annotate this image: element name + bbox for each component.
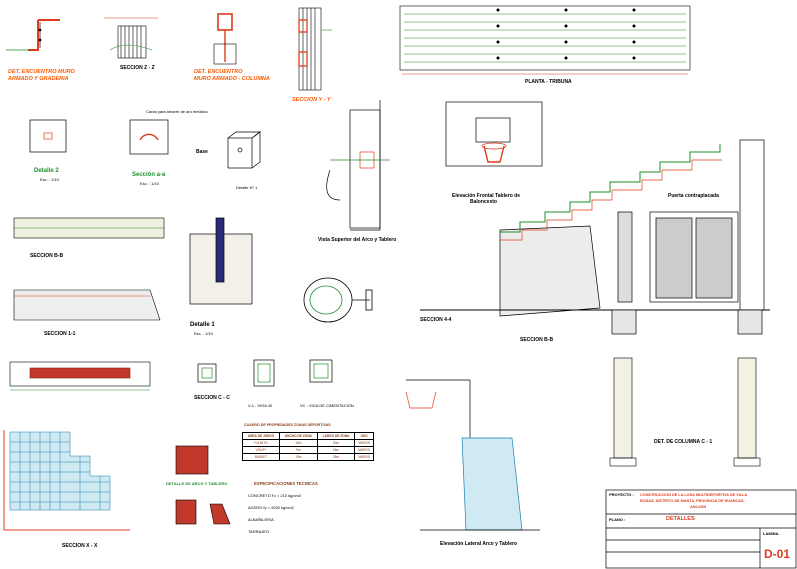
seccion-cc-drawing (9, 361, 151, 391)
label-viga: V-1 : VIGA 40 (248, 403, 273, 408)
label-detalle2: Detalle 2 (34, 168, 59, 174)
table-cell: VARIOS (354, 439, 374, 447)
zone-col-uso: USO (354, 432, 374, 440)
det-encuentro-columna-drawing (213, 13, 237, 65)
label-anillo-note: Canal para amarre de aro metálico (146, 109, 208, 114)
zone-col-area: AREA DE JUEGO (242, 432, 280, 440)
label-planta: PLANTA - TRIBUNA (525, 79, 572, 85)
zone-col-largo: LARGO DE ZONA (316, 432, 356, 440)
det-encuentro-muro-graderia (6, 19, 60, 51)
title-block (605, 489, 797, 569)
detalle1-drawing (189, 217, 253, 305)
tb-proyecto-2: ROSAS, DISTRITO DE MANTA, PROVINCIA DE H… (640, 499, 745, 503)
seccion-zz-drawing (104, 17, 158, 59)
zone-table: AREA DE JUEGO ANCHO DE ZONA LARGO DE ZON… (242, 432, 374, 461)
label-seccion-aa-esc: Esc. : 1/10 (140, 181, 159, 186)
label-seccion-yy: SECCION Y - Y (292, 97, 331, 103)
label-seccion-bb-2: SECCION B-B (520, 337, 554, 343)
label-det-col-1: DET. ENCUENTRO (194, 69, 243, 75)
zone-col-ancho: ANCHO DE ZONA (278, 432, 318, 440)
label-det-muro-1: DET. ENCUENTRO MURO (8, 69, 75, 75)
tb-sheet-number: D-01 (764, 547, 791, 561)
spec-2: ACERO fy = 4200 kg/cm2 (248, 505, 294, 510)
label-detalle-tablero: DETALLE DE ARCO Y TABLERO (166, 481, 228, 486)
table-cell: FULBITO (242, 439, 280, 447)
tb-plano: DETALLES (666, 516, 695, 522)
table-cell: VARIOS (354, 446, 374, 454)
label-detalle2-esc: Esc. : 1/10 (40, 177, 59, 182)
spec-1: CONCRETO f'c = 210 kg/cm2 (248, 493, 302, 498)
label-seccion-bb: SECCION B-B (30, 253, 64, 259)
detalle-arco-drawing (175, 445, 231, 525)
tb-proyecto-label: PROYECTO : (609, 492, 634, 497)
table-row: VOLEY 9m 18m VARIOS (242, 446, 374, 454)
label-base: Base (196, 149, 208, 155)
label-seccion-44: SECCION 4-4 (420, 317, 452, 323)
label-seccion-11: SECCION 1-1 (44, 331, 76, 337)
spec-4: TARRAJEO (248, 529, 270, 534)
table-cell: VARIOS (354, 453, 374, 461)
table-row: FULBITO 15m 30m VARIOS (242, 439, 374, 447)
planta-tribuna-drawing (399, 5, 691, 75)
table-cell: 15m (278, 439, 318, 447)
label-det-muro-2: ARMADO Y GRADERIA (8, 76, 69, 82)
zone-table-header: AREA DE JUEGO ANCHO DE ZONA LARGO DE ZON… (242, 432, 374, 440)
label-elev-frontal-2: Baloncesto (470, 199, 497, 205)
spec-3: ALBAÑILERIA (248, 517, 274, 522)
table-cell: 9m (278, 446, 318, 454)
label-elev-lateral: Elevación Lateral Arco y Tablero (440, 541, 517, 547)
zone-table-title: CUADRO DE PROPIEDADES ZONAS DEPORTIVAS (244, 423, 331, 427)
seccion-aa-drawing (129, 119, 169, 155)
table-cell: VOLEY (242, 446, 280, 454)
aro-ring-drawing (303, 277, 373, 323)
detalle2-drawing (29, 119, 67, 153)
label-especificaciones: ESPECIFICACIONES TECNICAS (254, 481, 318, 486)
label-det-col: DET. DE COLUMNA C - 1 (654, 439, 713, 445)
elevacion-lateral-drawing (405, 379, 540, 531)
label-detalle-n1: Detalle N° 1 (236, 185, 258, 190)
section-slab-drawing (13, 217, 165, 321)
label-puerta: Puerta contraplacada (668, 193, 719, 199)
base-detail-drawing (227, 131, 262, 169)
table-cell: 15m (278, 453, 318, 461)
label-detalle1-esc: Esc. : 1/10 (194, 331, 213, 336)
label-seccion-xx: SECCION X - X (62, 543, 98, 549)
seccion-xx-drawing (3, 430, 130, 531)
table-cell: BASKET (242, 453, 280, 461)
table-cell: 18m (316, 446, 356, 454)
label-seccion-cc: SECCION C - C (194, 395, 230, 401)
tb-proyecto-1: CONSTRUCCION DE LA LOSA MULTIDEPORTIVA D… (640, 493, 748, 497)
label-seccion-zz: SECCION Z - Z (120, 65, 155, 71)
vigas-drawing (197, 359, 333, 387)
label-seccion-aa: Sección a-a (132, 172, 166, 178)
seccion-yy-drawing (298, 7, 332, 91)
label-viga-desc: VC : VIGA DE CIMENTACION (300, 403, 354, 408)
tribuna-seccion-drawing (420, 139, 770, 335)
table-cell: 30m (316, 439, 356, 447)
vista-superior-drawing (326, 100, 390, 231)
table-row: BASKET 15m 28m VARIOS (242, 453, 374, 461)
tb-lamina-label: LAMINA (763, 531, 779, 536)
table-cell: 28m (316, 453, 356, 461)
tb-plano-label: PLANO : (609, 517, 626, 522)
label-vista-superior: Vista Superior del Arco y Tablero (318, 237, 397, 243)
tb-proyecto-3: ANCASH (690, 505, 707, 509)
label-detalle1: Detalle 1 (190, 322, 215, 328)
columna-c1-drawing (609, 357, 761, 467)
label-det-col-2: MURO ARMADO - COLUMNA (194, 76, 270, 82)
elevacion-frontal-drawing (445, 101, 543, 167)
label-elev-frontal-1: Elevación Frontal Tablero de (452, 193, 520, 199)
